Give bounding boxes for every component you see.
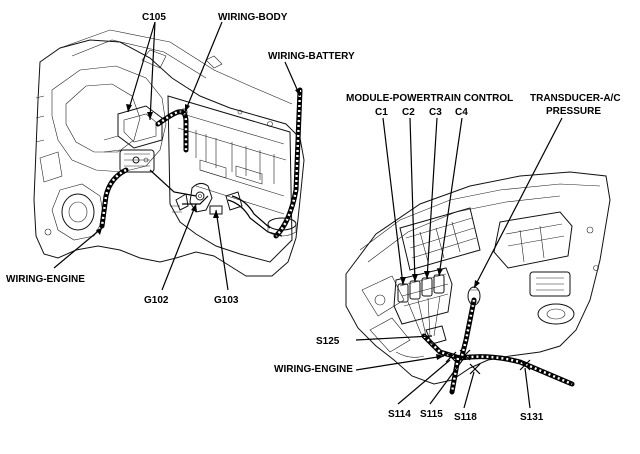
splice-marks xyxy=(445,349,531,375)
label-s115: S115 xyxy=(420,409,443,420)
left-engine-bay-illustration xyxy=(33,29,305,277)
right-engine-bay-illustration xyxy=(345,171,611,395)
ground-wires xyxy=(149,169,223,215)
label-c2: C2 xyxy=(402,107,415,118)
label-transducer-line2: PRESSURE xyxy=(546,106,601,117)
wiring-battery-cable xyxy=(225,87,303,239)
ac-pressure-transducer xyxy=(467,286,481,306)
callout-labels: C105 WIRING-BODY WIRING-BATTERY WIRING-E… xyxy=(6,12,621,423)
wiring-body-harness xyxy=(155,108,189,153)
label-transducer-line1: TRANSDUCER-A/C xyxy=(530,93,621,104)
wiring-engine-harness-left xyxy=(99,167,129,229)
label-s125: S125 xyxy=(316,336,340,347)
label-s118: S118 xyxy=(454,412,477,423)
leader-lines xyxy=(53,21,563,409)
label-pcm-title: MODULE-POWERTRAIN CONTROL xyxy=(346,93,513,104)
pcm-module xyxy=(393,267,453,337)
label-c1: C1 xyxy=(375,107,388,118)
label-wiring-battery: WIRING-BATTERY xyxy=(268,51,355,62)
c105-connector xyxy=(103,105,163,173)
label-c4: C4 xyxy=(455,107,468,118)
label-wiring-body: WIRING-BODY xyxy=(218,12,288,23)
label-s131: S131 xyxy=(520,412,544,423)
label-s114: S114 xyxy=(388,409,411,420)
label-wiring-engine-right: WIRING-ENGINE xyxy=(274,364,353,375)
label-wiring-engine-left: WIRING-ENGINE xyxy=(6,274,85,285)
label-g102: G102 xyxy=(144,295,169,306)
label-g103: G103 xyxy=(214,295,239,306)
label-c105: C105 xyxy=(142,12,166,23)
label-c3: C3 xyxy=(429,107,442,118)
wiring-engine-harness-right xyxy=(421,297,575,395)
